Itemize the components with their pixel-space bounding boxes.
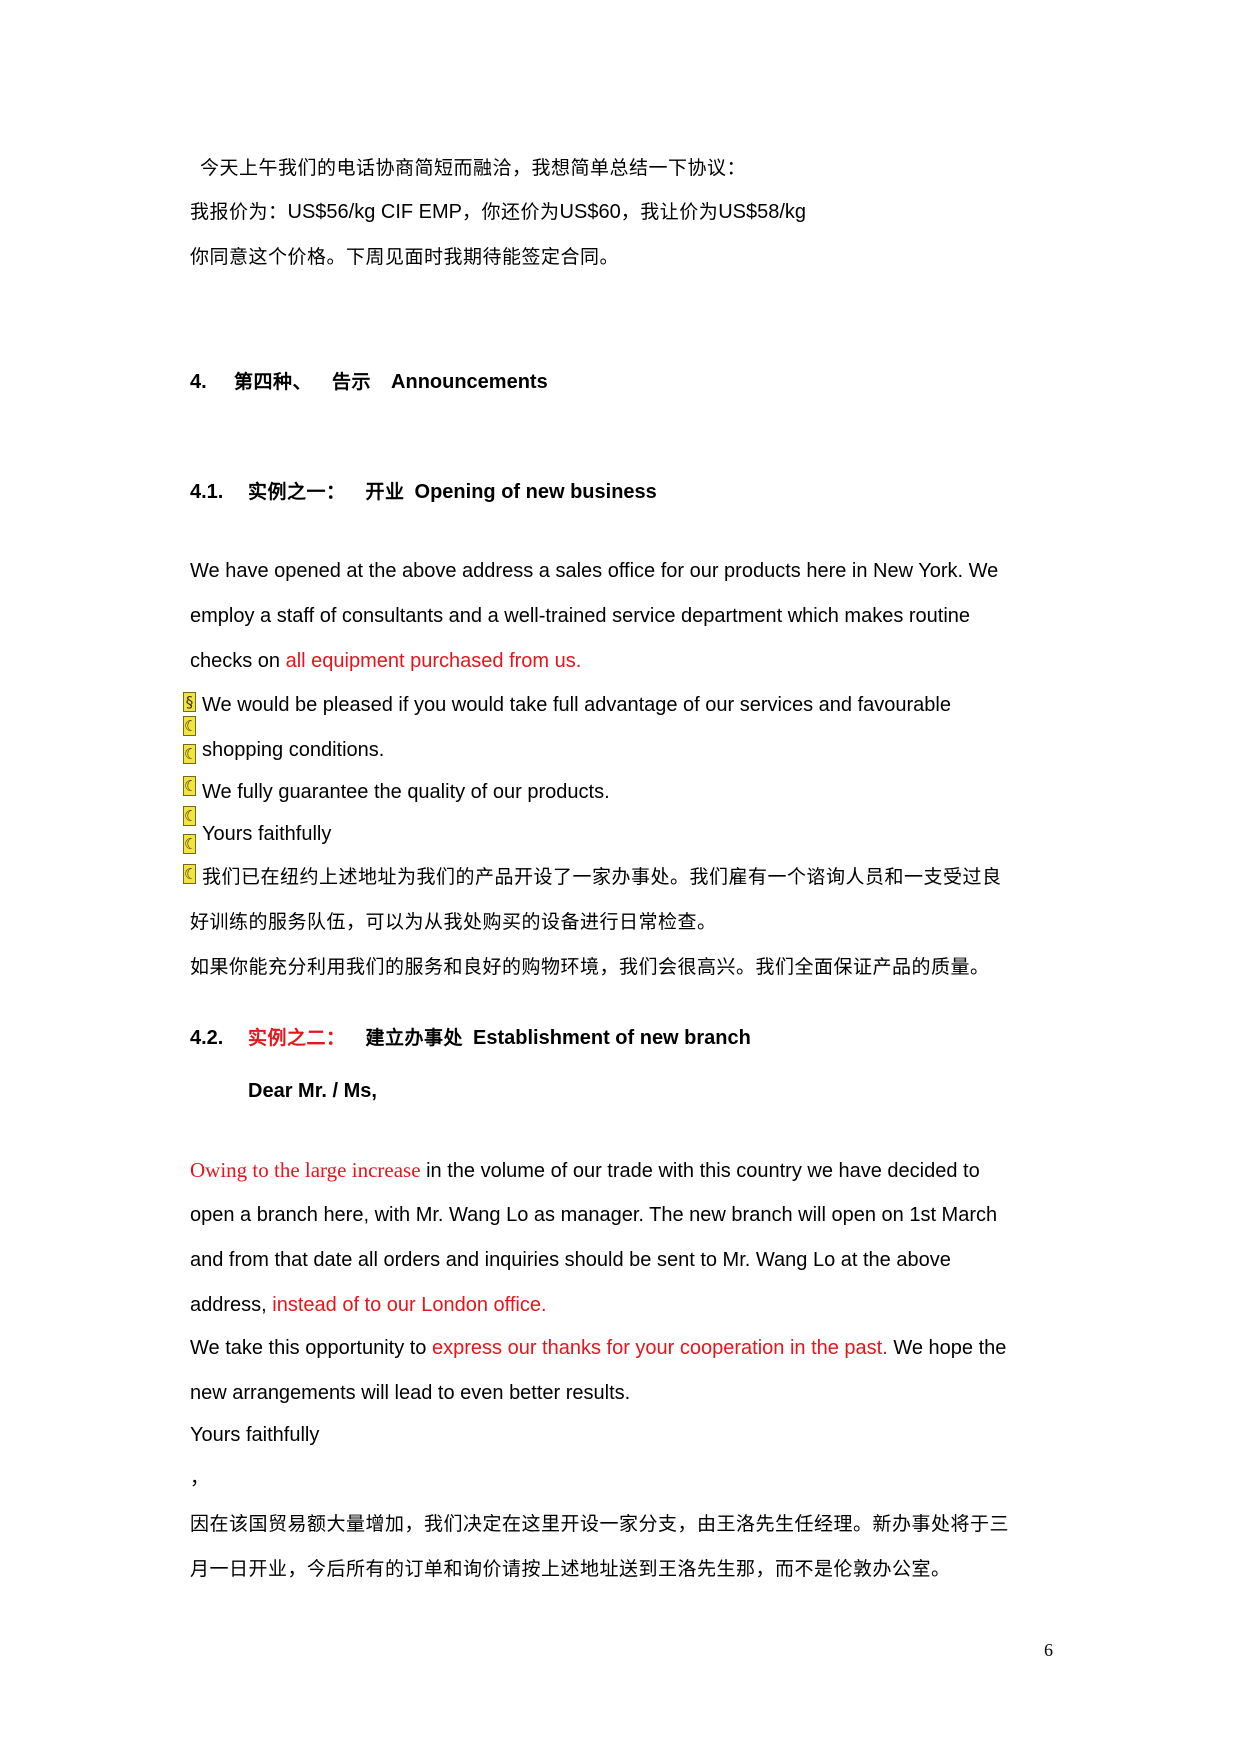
para-line: new arrangements will lead to even bette… <box>190 1382 631 1404</box>
intro-line-2: 我报价为：US$56/kg CIF EMP，你还价为US$60，我让价为US$5… <box>190 200 806 224</box>
annotation-marker-icon[interactable]: § <box>183 692 196 712</box>
section-4-heading: 4. 第四种、告示 Announcements <box>190 370 548 394</box>
highlighted-text: Owing to the large increase <box>190 1158 421 1182</box>
annotation-marker-icon[interactable]: ☾ <box>183 806 196 826</box>
section-number: 4.1. <box>190 481 224 503</box>
highlighted-text: express our thanks for your cooperation … <box>431 1337 888 1359</box>
annotation-marker-icon[interactable]: ☾ <box>183 776 196 796</box>
section-title-cn: 告示 <box>332 371 372 393</box>
section-title-cn: 实例之二： <box>248 1027 346 1049</box>
salutation: Dear Mr. / Ms, <box>248 1080 377 1102</box>
annotation-marker-icon[interactable]: ☾ <box>183 864 196 884</box>
closing-text: Yours faithfully <box>190 1424 320 1446</box>
page-number: 6 <box>1044 1640 1053 1660</box>
section-number: 4.2. <box>190 1027 224 1049</box>
intro-price: US$58/kg <box>718 201 807 223</box>
intro-text: ，我让价为 <box>620 201 719 223</box>
section-title-cn: 建立办事处 <box>365 1027 464 1049</box>
para-line: Owing to the large increase in the volum… <box>190 1158 980 1183</box>
para-line: We take this opportunity to express our … <box>190 1336 1006 1360</box>
para-line: shopping conditions. <box>202 739 385 761</box>
para-text: checks on <box>190 650 286 672</box>
intro-text: ，你还价为 <box>462 201 560 223</box>
para-line: open a branch here, with Mr. Wang Lo as … <box>190 1204 998 1226</box>
para-line: employ a staff of consultants and a well… <box>190 605 971 627</box>
section-title-cn: 第四种、 <box>234 371 313 393</box>
translation-line: 因在该国贸易额大量增加，我们决定在这里开设一家分支，由王洛先生任经理。新办事处将… <box>190 1513 1010 1535</box>
annotation-marker-icon[interactable]: ☾ <box>183 744 196 764</box>
annotation-marker-icon[interactable]: ☾ <box>183 834 196 854</box>
para-text: We take this opportunity to <box>190 1337 432 1359</box>
translation-line: 如果你能充分利用我们的服务和良好的购物环境，我们会很高兴。我们全面保证产品的质量… <box>190 956 990 978</box>
intro-line-1: 今天上午我们的电话协商简短而融洽，我想简单总结一下协议： <box>200 157 747 179</box>
section-title-en: Announcements <box>391 371 548 393</box>
para-line: and from that date all orders and inquir… <box>190 1249 951 1271</box>
para-text: in the volume of our trade with this cou… <box>420 1160 980 1182</box>
section-4-1-heading: 4.1. 实例之一： 开业 Opening of new business <box>190 480 657 504</box>
section-title-cn: 实例之一： <box>248 481 346 503</box>
intro-price: US$60 <box>559 201 621 223</box>
stray-comma: ， <box>190 1467 210 1489</box>
para-line: address, instead of to our London office… <box>190 1293 547 1317</box>
para-line: We have opened at the above address a sa… <box>190 560 999 582</box>
section-title-en: Establishment of new branch <box>473 1027 751 1049</box>
highlighted-text: instead of to our London office. <box>272 1294 547 1316</box>
para-line: We fully guarantee the quality of our pr… <box>202 781 610 803</box>
section-4-2-heading: 4.2. 实例之二： 建立办事处 Establishment of new branc… <box>190 1026 751 1050</box>
para-line: We would be pleased if you would take fu… <box>202 694 951 716</box>
closing-text: Yours faithfully <box>202 823 332 845</box>
translation-line: 我们已在纽约上述地址为我们的产品开设了一家办事处。我们雇有一个谘询人员和一支受过… <box>202 866 1002 888</box>
para-text: We hope the <box>887 1337 1007 1359</box>
translation-line: 好训练的服务队伍，可以为从我处购买的设备进行日常检查。 <box>190 911 717 933</box>
para-line: checks on all equipment purchased from u… <box>190 649 581 673</box>
para-text: address, <box>190 1294 273 1316</box>
intro-price: US$56/kg CIF EMP <box>287 201 463 223</box>
section-title-en: Opening of new business <box>414 481 657 503</box>
highlighted-text: all equipment purchased from us. <box>285 650 582 672</box>
translation-line: 月一日开业，今后所有的订单和询价请按上述地址送到王洛先生那，而不是伦敦办公室。 <box>190 1558 951 1580</box>
intro-line-3: 你同意这个价格。下周见面时我期待能签定合同。 <box>190 246 620 268</box>
annotation-marker-icon[interactable]: ☾ <box>183 716 196 736</box>
section-number: 4. <box>190 371 207 393</box>
section-title-cn: 开业 <box>365 481 405 503</box>
intro-text: 我报价为： <box>190 201 288 223</box>
